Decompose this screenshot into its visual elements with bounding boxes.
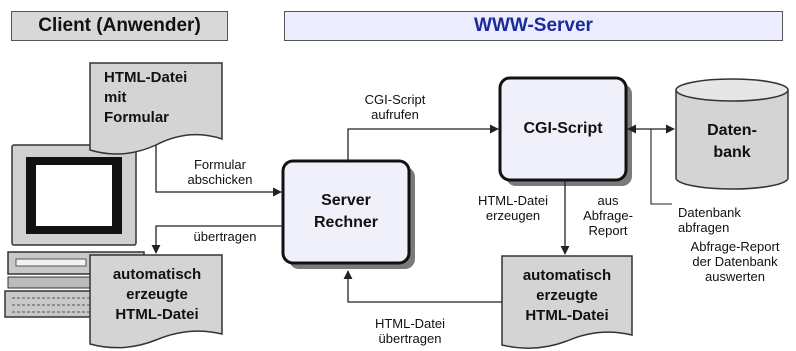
form-document-shape [89, 62, 223, 155]
server-header: WWW-Server [284, 11, 783, 41]
cgi-box-shape [498, 76, 628, 182]
arrow-doc-to-server [343, 270, 502, 303]
auto-document-left-shape [89, 254, 223, 349]
server-box-label: Server Rechner [313, 192, 379, 231]
label-formular-abschicken: Formular abschicken [187, 157, 253, 187]
label-uebertragen: übertragen [193, 229, 257, 244]
server-box-shape [281, 159, 411, 265]
database-icon [675, 78, 789, 190]
cgi-box-label: CGI-Script [523, 120, 603, 137]
form-document-label: HTML-Datei mit Formular [104, 69, 188, 126]
connector-database-labels [650, 129, 672, 205]
database-label: Daten- bank [707, 122, 757, 161]
auto-document-left-label: automatisch erzeugte HTML-Datei [112, 266, 202, 323]
client-header: Client (Anwender) [11, 11, 228, 41]
label-aus-abfrage-report: aus Abfrage- Report [583, 193, 633, 238]
arrow-server-to-client-doc [151, 225, 283, 254]
label-datenbank-abfragen: Datenbank abfragen [678, 205, 741, 235]
auto-document-right-label: automatisch erzeugte HTML-Datei [522, 267, 612, 324]
label-cgi-aufrufen: CGI-Script aufrufen [364, 92, 426, 122]
arrow-form-to-server [155, 145, 282, 197]
label-html-uebertragen: HTML-Datei übertragen [374, 316, 446, 346]
arrow-server-to-cgi [347, 124, 499, 161]
auto-document-right-shape [501, 255, 633, 349]
label-html-erzeugen: HTML-Datei erzeugen [477, 193, 549, 223]
label-report-auswerten: Abfrage-Report der Datenbank auswerten [690, 239, 780, 284]
